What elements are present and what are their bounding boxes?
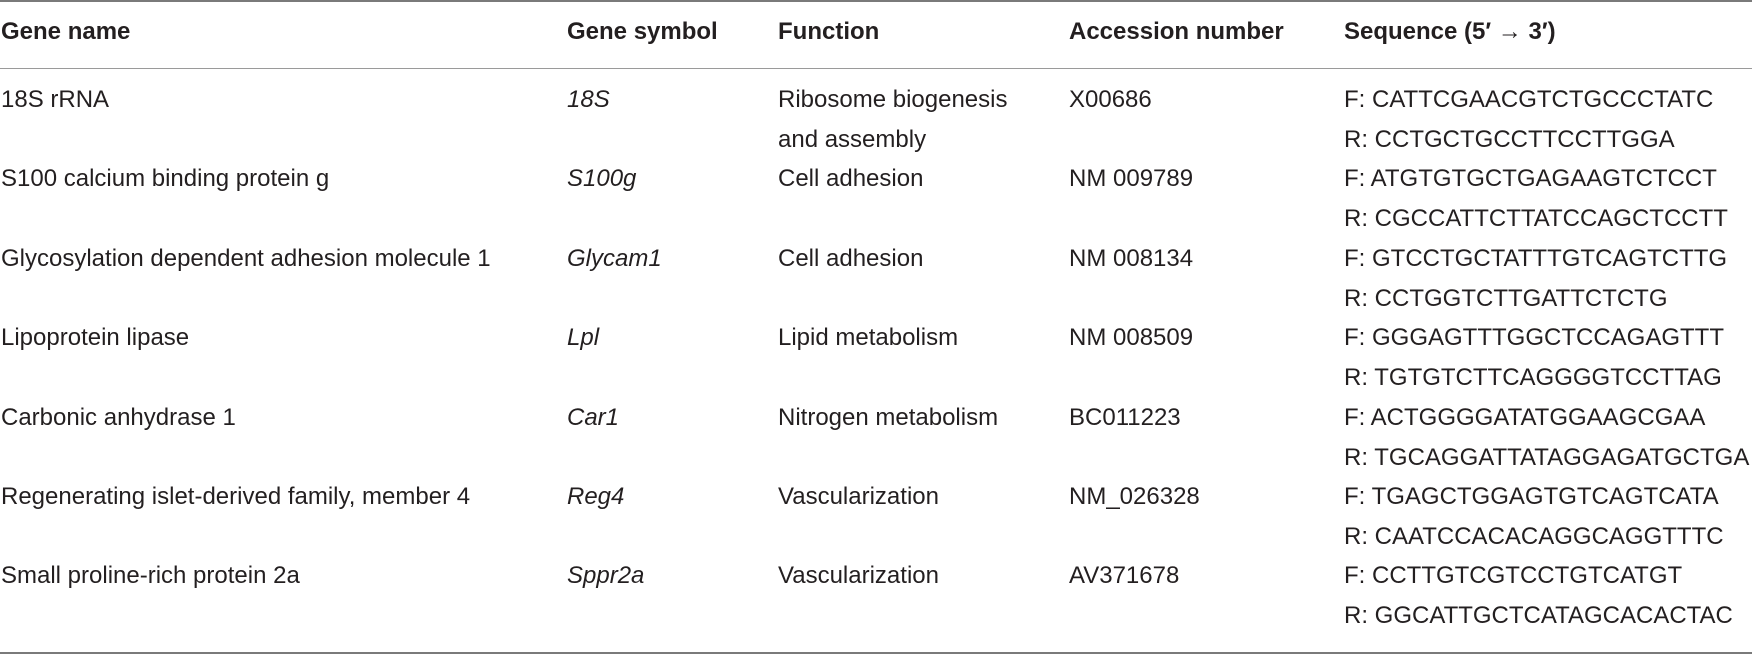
- table-row: Lipoprotein lipase Lpl Lipid metabolism …: [0, 318, 1752, 397]
- table-header-row: Gene name Gene symbol Function Accession…: [0, 0, 1752, 68]
- gene-name-cell: 18S rRNA: [1, 86, 110, 113]
- gene-name-cell: Lipoprotein lipase: [1, 324, 190, 352]
- sequence-cell: F: ACTGGGGATATGGAAGCGAA R: TGCAGGATTATAG…: [1344, 398, 1749, 478]
- accession-cell: NM 008509: [1069, 324, 1194, 352]
- gene-symbol-cell: S100g: [567, 165, 637, 193]
- forward-primer: F: CATTCGAACGTCTGCCCTATC: [1344, 86, 1714, 113]
- forward-primer: F: TGAGCTGGAGTGTCAGTCATA: [1344, 482, 1719, 510]
- accession-cell: NM 009789: [1069, 165, 1194, 193]
- function-cell: Nitrogen metabolism: [778, 403, 999, 431]
- table-row: S100 calcium binding protein g S100g Cel…: [0, 159, 1752, 238]
- gene-symbol-cell: Reg4: [567, 482, 625, 510]
- header-accession-number: Accession number: [1069, 18, 1284, 45]
- table-header-rule: [0, 68, 1752, 69]
- header-function: Function: [778, 18, 880, 45]
- table-row: Small proline-rich protein 2a Sppr2a Vas…: [0, 556, 1752, 635]
- reverse-primer: R: CAATCCACACAGGCAGGTTTC: [1344, 522, 1724, 550]
- reverse-primer: R: TGTGTCTTCAGGGGTCCTTAG: [1344, 364, 1722, 392]
- gene-symbol-cell: 18S: [567, 86, 610, 113]
- forward-primer: F: ACTGGGGATATGGAAGCGAA: [1344, 403, 1706, 431]
- forward-primer: F: ATGTGTGCTGAGAAGTCTCCT: [1344, 165, 1717, 193]
- sequence-cell: F: TGAGCTGGAGTGTCAGTCATA R: CAATCCACACAG…: [1344, 477, 1724, 557]
- table-row: Regenerating islet-derived family, membe…: [0, 477, 1752, 556]
- table-bottom-rule: [0, 652, 1752, 654]
- table-body: 18S rRNA 18S Ribosome biogenesis and ass…: [0, 80, 1752, 636]
- accession-cell: NM_026328: [1069, 482, 1200, 510]
- forward-primer: F: GTCCTGCTATTTGTCAGTCTTG: [1344, 244, 1728, 272]
- function-cell: Ribosome biogenesis and assembly: [778, 80, 1007, 160]
- gene-name-cell: Small proline-rich protein 2a: [1, 562, 300, 590]
- table-top-rule: [0, 0, 1752, 2]
- table-row: Carbonic anhydrase 1 Car1 Nitrogen metab…: [0, 398, 1752, 477]
- accession-cell: X00686: [1069, 86, 1152, 113]
- gene-name-cell: Regenerating islet-derived family, membe…: [1, 482, 471, 510]
- gene-name-cell: S100 calcium binding protein g: [1, 165, 330, 193]
- forward-primer: F: CCTTGTCGTCCTGTCATGT: [1344, 562, 1683, 590]
- sequence-cell: F: GTCCTGCTATTTGTCAGTCTTG R: CCTGGTCTTGA…: [1344, 239, 1727, 319]
- reverse-primer: R: GGCATTGCTCATAGCACACTAC: [1344, 602, 1733, 630]
- function-cell: Vascularization: [778, 482, 939, 510]
- forward-primer: F: GGGAGTTTGGCTCCAGAGTTT: [1344, 324, 1724, 352]
- sequence-cell: F: ATGTGTGCTGAGAAGTCTCCT R: CGCCATTCTTAT…: [1344, 159, 1728, 239]
- table-row: 18S rRNA 18S Ribosome biogenesis and ass…: [0, 80, 1752, 159]
- gene-symbol-cell: Sppr2a: [567, 562, 645, 590]
- header-gene-name: Gene name: [1, 18, 131, 45]
- reverse-primer: R: CCTGCTGCCTTCCTTGGA: [1344, 126, 1675, 153]
- gene-name-cell: Carbonic anhydrase 1: [1, 403, 236, 431]
- gene-symbol-cell: Lpl: [567, 324, 600, 352]
- sequence-cell: F: GGGAGTTTGGCTCCAGAGTTT R: TGTGTCTTCAGG…: [1344, 318, 1724, 398]
- function-cell: Vascularization: [778, 562, 939, 590]
- accession-cell: AV371678: [1069, 562, 1180, 590]
- reverse-primer: R: TGCAGGATTATAGGAGATGCTGA: [1344, 443, 1750, 471]
- reverse-primer: R: CGCCATTCTTATCCAGCTCCTT: [1344, 205, 1728, 233]
- function-line: and assembly: [778, 126, 927, 153]
- accession-cell: NM 008134: [1069, 244, 1194, 272]
- sequence-cell: F: CATTCGAACGTCTGCCCTATC R: CCTGCTGCCTTC…: [1344, 80, 1713, 160]
- gene-name-cell: Glycosylation dependent adhesion molecul…: [1, 244, 491, 272]
- accession-cell: BC011223: [1069, 403, 1181, 431]
- table-row: Glycosylation dependent adhesion molecul…: [0, 239, 1752, 318]
- function-cell: Lipid metabolism: [778, 324, 959, 352]
- function-cell: Cell adhesion: [778, 244, 924, 272]
- function-cell: Cell adhesion: [778, 165, 924, 193]
- sequence-cell: F: CCTTGTCGTCCTGTCATGT R: GGCATTGCTCATAG…: [1344, 556, 1733, 636]
- header-gene-symbol: Gene symbol: [567, 18, 718, 45]
- gene-symbol-cell: Car1: [567, 403, 620, 431]
- function-line: Ribosome biogenesis: [778, 86, 1008, 113]
- gene-symbol-cell: Glycam1: [567, 244, 662, 272]
- header-sequence: Sequence (5′ → 3′): [1344, 18, 1556, 45]
- reverse-primer: R: CCTGGTCTTGATTCTCTG: [1344, 284, 1668, 312]
